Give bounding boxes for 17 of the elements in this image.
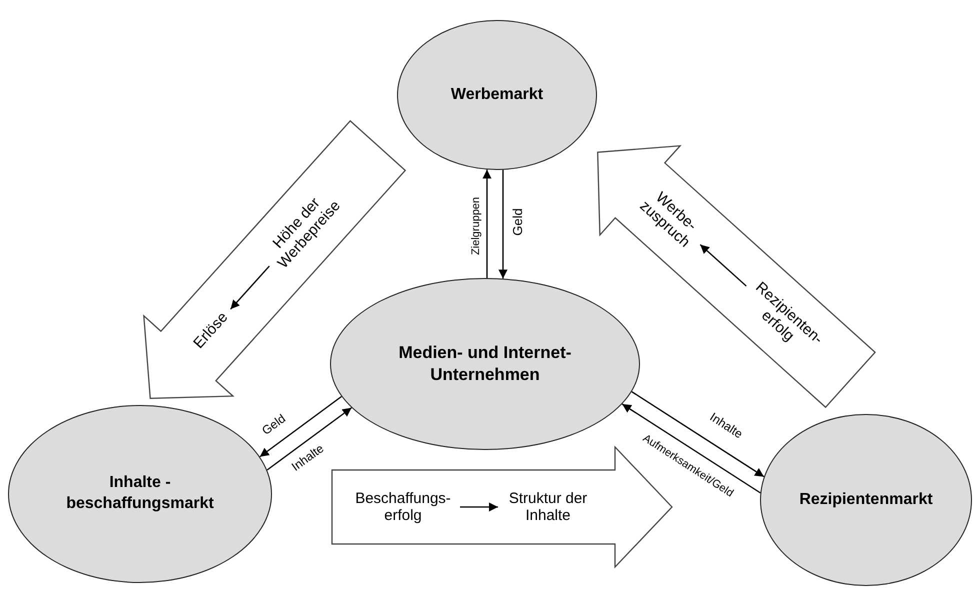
arrow <box>259 396 342 458</box>
edge-label: Geld <box>510 207 526 237</box>
arrow <box>700 244 747 287</box>
arrow <box>622 404 761 494</box>
arrow <box>631 391 764 478</box>
flow-text: Struktur der Inhalte <box>498 477 598 537</box>
node-text: Werbemarkt <box>450 84 544 105</box>
arrow <box>266 407 352 471</box>
node-text: Inhalte - beschaffungsmarkt <box>65 473 215 514</box>
arrow <box>230 266 270 310</box>
arrow <box>498 170 508 279</box>
arrow <box>460 502 498 512</box>
arrow <box>482 170 492 278</box>
node-text: Rezipientenmarkt <box>799 490 933 510</box>
flow-text: Beschaffungs- erfolg <box>346 477 460 537</box>
node-text: Medien- und Internet- Unternehmen <box>398 342 572 386</box>
edge-label: Zielgruppen <box>470 196 482 256</box>
